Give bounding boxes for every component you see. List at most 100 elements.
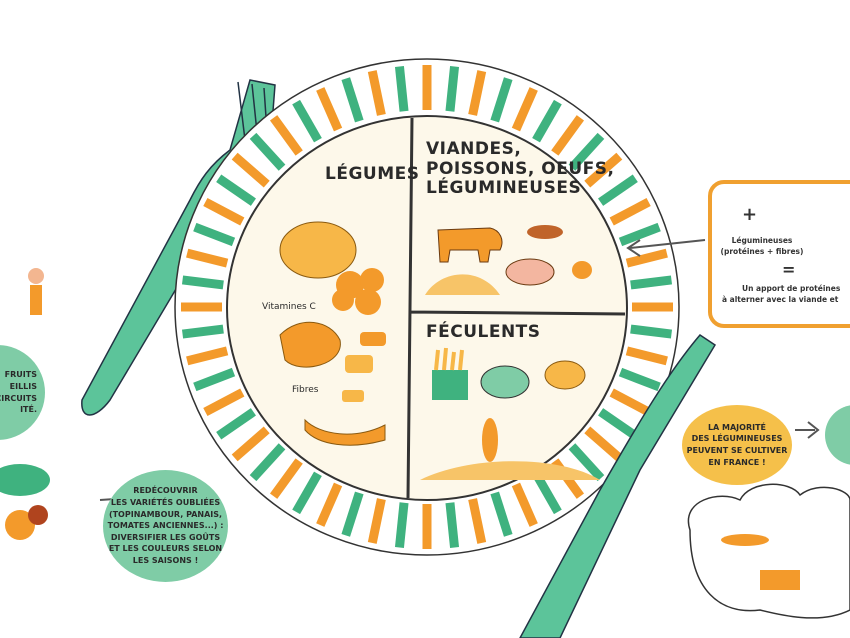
rim-stripe	[231, 426, 270, 462]
proteins-title-line: poissons, oeufs,	[426, 158, 615, 179]
rim-stripe	[394, 66, 409, 112]
result-line: Un apport de protéines	[742, 284, 841, 293]
pumpkin-icon	[5, 510, 35, 540]
knife-icon	[519, 334, 717, 638]
legumes-sub: (protéines + fibres)	[720, 247, 804, 256]
bubble-line: ité.	[20, 405, 37, 415]
rim-stripe	[630, 275, 673, 290]
rim-stripe	[568, 132, 605, 171]
person-icon	[30, 285, 42, 315]
rim-stripe	[584, 426, 623, 462]
rim-stripe	[367, 70, 386, 116]
rim-stripe	[598, 408, 638, 440]
proteins-illustration	[425, 225, 592, 295]
rim-stripe	[532, 99, 562, 143]
rim-stripe	[316, 87, 343, 132]
rim-stripe	[341, 77, 364, 123]
rim-stripe	[394, 502, 409, 548]
proteins-title: Viandes, poissons, oeufs, légumineuses	[426, 139, 615, 199]
vegetables-title: Légumes	[325, 164, 420, 184]
truck-icon	[760, 570, 800, 590]
bubble-line: des légumineuses	[691, 434, 783, 444]
proteins-title-line: légumineuses	[426, 178, 582, 199]
rim-stripe	[598, 174, 638, 206]
pepper-icon	[28, 505, 48, 525]
rim-stripe	[511, 482, 538, 527]
plate-rim-stripes	[181, 65, 673, 549]
bubble-line: les saisons !	[132, 555, 199, 565]
plate-divider	[406, 117, 626, 499]
bubble-line: diversifier les goûts	[110, 532, 221, 542]
rim-stripe	[341, 491, 364, 537]
rim-stripe	[584, 152, 623, 188]
rim-stripe	[511, 87, 538, 132]
legume-info-box: + Légumineuses (protéines + fibres) = Un…	[708, 180, 850, 328]
arrow-icon	[626, 239, 706, 257]
rim-stripe	[625, 346, 668, 366]
rim-stripe	[181, 324, 224, 339]
rim-stripe	[216, 174, 256, 206]
rim-stripe	[568, 443, 605, 482]
bubble-line: fruits	[4, 370, 37, 380]
bubble-line: les variétés oubliées	[110, 498, 221, 508]
bubble-line: en France !	[708, 457, 766, 467]
plane-icon	[721, 534, 769, 546]
cloud-icon	[0, 464, 50, 496]
rim-stripe	[249, 132, 286, 171]
rim-stripe	[445, 502, 460, 548]
rim-stripe	[490, 491, 513, 537]
fibres-label: Fibres	[292, 385, 319, 395]
rim-stripe	[269, 115, 303, 156]
rim-stripe	[193, 367, 236, 392]
proteins-title-line: Viandes,	[426, 139, 522, 159]
rim-stripe	[249, 443, 286, 482]
rediscover-bubble: Redécouvrir les variétés oubliées (topin…	[103, 470, 228, 582]
rim-stripe	[292, 99, 322, 143]
rim-stripe	[216, 408, 256, 440]
legumes-label: Légumineuses	[731, 236, 793, 245]
starches-title: Féculents	[426, 322, 541, 342]
rim-stripe	[316, 482, 343, 527]
arrow-icon	[795, 421, 820, 439]
bubble-line: eillis	[9, 381, 37, 391]
rim-stripe	[445, 66, 460, 112]
rim-stripe	[532, 471, 562, 515]
bubble-line: tomates anciennes...) :	[107, 521, 224, 531]
majority-bubble: La majorité des légumineuses peuvent se …	[682, 405, 792, 485]
rim-stripe	[193, 222, 236, 247]
rim-stripe	[292, 471, 322, 515]
rim-stripe	[269, 458, 303, 499]
vegetables-illustration	[279, 221, 386, 446]
rim-stripe	[609, 388, 651, 416]
rim-stripe	[186, 248, 229, 268]
bubble-line: La majorité	[707, 422, 767, 432]
rim-stripe	[609, 198, 651, 226]
plate-center	[226, 115, 628, 501]
rim-stripe	[203, 198, 245, 226]
rim-stripe	[630, 324, 673, 339]
rim-stripe	[551, 115, 585, 156]
rim-stripe	[203, 388, 245, 416]
result-line: à alterner avec la viande et	[722, 295, 839, 304]
rim-stripe	[231, 152, 270, 188]
rim-stripe	[186, 346, 229, 366]
rim-stripe	[468, 498, 487, 544]
plus-sign: +	[742, 204, 758, 225]
bubble-line: s circuits	[0, 393, 37, 403]
bubble-line: et les couleurs selon	[108, 544, 223, 554]
rim-stripe	[618, 222, 661, 247]
bubble-line: (topinambour, panais,	[108, 509, 223, 519]
rim-stripe	[625, 248, 668, 268]
starches-illustration	[420, 347, 600, 480]
rim-stripe	[181, 275, 224, 290]
bubble-line: Redécouvrir	[133, 486, 198, 496]
equals-sign: =	[782, 260, 796, 279]
rim-stripe	[367, 498, 386, 544]
rim-stripe	[490, 77, 513, 123]
bubble-line: peuvent se cultiver	[686, 446, 788, 455]
rim-stripe	[468, 70, 487, 116]
rim-stripe	[618, 367, 661, 392]
vitamins-label: Vitamines C	[262, 302, 316, 312]
